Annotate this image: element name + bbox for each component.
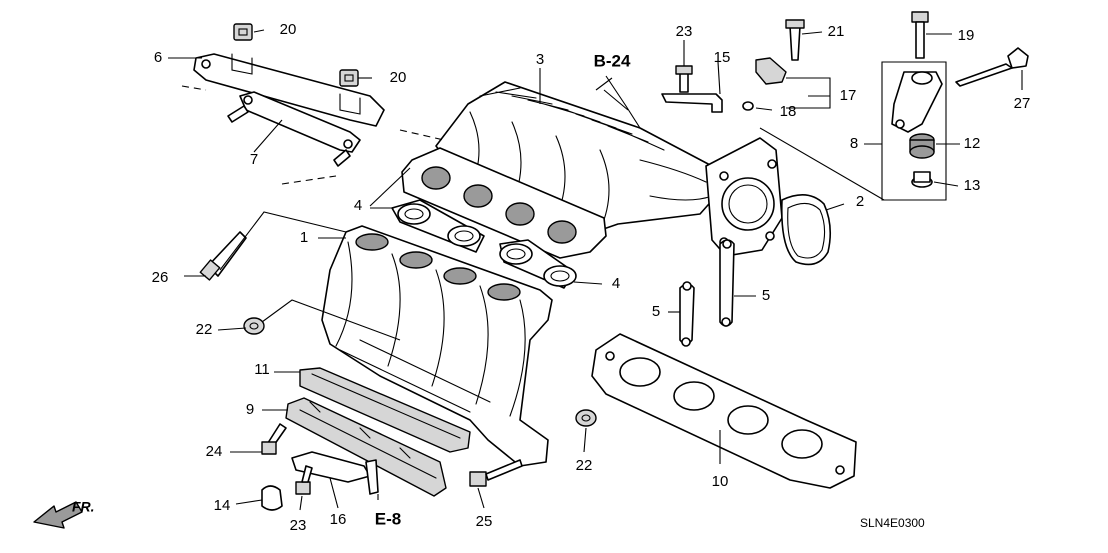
bolt-24 <box>261 423 287 455</box>
callout-7: 7 <box>250 151 258 168</box>
bracket-15 <box>661 93 723 113</box>
bolt-19 <box>911 11 929 59</box>
bolt-stay-7-a <box>227 105 249 123</box>
callout-20-a: 20 <box>280 21 297 38</box>
callout-2: 2 <box>856 193 864 210</box>
callout-21: 21 <box>828 23 845 40</box>
heat-shield <box>299 367 471 453</box>
callout-22-right: 22 <box>576 457 593 474</box>
callout-27: 27 <box>1014 95 1031 112</box>
manifold-cover <box>285 397 447 497</box>
bolt-stay-7-b <box>333 149 351 167</box>
bolt-23-top <box>675 65 693 93</box>
bolt-25 <box>469 459 523 487</box>
b-24-arrow <box>595 77 613 91</box>
callout-1: 1 <box>300 229 308 246</box>
port-gasket-upper <box>391 199 485 253</box>
o-ring-18 <box>742 101 754 111</box>
hose-fitting <box>365 459 379 495</box>
callout-11: 11 <box>254 361 270 378</box>
lower-intake-manifold <box>321 225 553 467</box>
bushing-12 <box>909 133 935 159</box>
callout-13: 13 <box>964 177 981 194</box>
bolt-23-bottom <box>295 465 313 495</box>
stay-left <box>679 281 695 347</box>
front-direction-arrow: FR. <box>33 499 95 529</box>
port-gasket-lower <box>499 239 577 289</box>
callout-6: 6 <box>154 49 162 66</box>
callout-16: 16 <box>330 511 347 528</box>
sensor-17 <box>755 57 787 85</box>
callout-18: 18 <box>780 103 797 120</box>
nut-22-right <box>575 409 597 427</box>
callout-23-top: 23 <box>676 23 693 40</box>
harness-stay <box>193 53 385 127</box>
callout-20-b: 20 <box>390 69 407 86</box>
bolt-27 <box>955 47 1029 87</box>
callout-5-left: 5 <box>652 303 660 320</box>
collar-13 <box>911 171 933 188</box>
manifold-gasket <box>591 333 857 489</box>
callout-4-top: 4 <box>354 197 362 214</box>
bolt-21 <box>785 19 805 61</box>
clip-nut-20-a <box>233 23 253 41</box>
callout-19: 19 <box>958 27 975 44</box>
bracket-8 <box>891 71 943 133</box>
leader-lines <box>168 29 1023 511</box>
callout-10: 10 <box>712 473 729 490</box>
nut-22-left <box>243 317 265 335</box>
clip-14 <box>261 485 283 511</box>
stay-right <box>719 239 735 327</box>
callout-26: 26 <box>152 269 169 286</box>
diagram-code: SLN4E0300 <box>860 516 925 530</box>
stay-7 <box>239 91 361 153</box>
boundary-box <box>881 61 947 201</box>
callout-4-bottom: 4 <box>612 275 620 292</box>
callout-25: 25 <box>476 513 493 530</box>
callout-12: 12 <box>964 135 981 152</box>
callout-15: 15 <box>714 49 731 66</box>
upper-manifold-flange <box>401 147 607 259</box>
bolt-26 <box>199 231 247 281</box>
callout-8: 8 <box>850 135 858 152</box>
callout-5-right: 5 <box>762 287 770 304</box>
direction-label: FR. <box>72 499 95 515</box>
callout-3: 3 <box>536 51 544 68</box>
throttle-gasket <box>780 194 832 266</box>
reference-e-8: E-8 <box>375 509 401 528</box>
callout-24: 24 <box>206 443 223 460</box>
reference-b-24: B-24 <box>594 51 631 70</box>
clip-nut-20-b <box>339 69 359 87</box>
callout-23-bottom: 23 <box>290 517 307 534</box>
callout-14: 14 <box>214 497 231 514</box>
callout-22-left: 22 <box>196 321 213 338</box>
callout-17: 17 <box>840 87 857 104</box>
callout-9: 9 <box>246 401 254 418</box>
